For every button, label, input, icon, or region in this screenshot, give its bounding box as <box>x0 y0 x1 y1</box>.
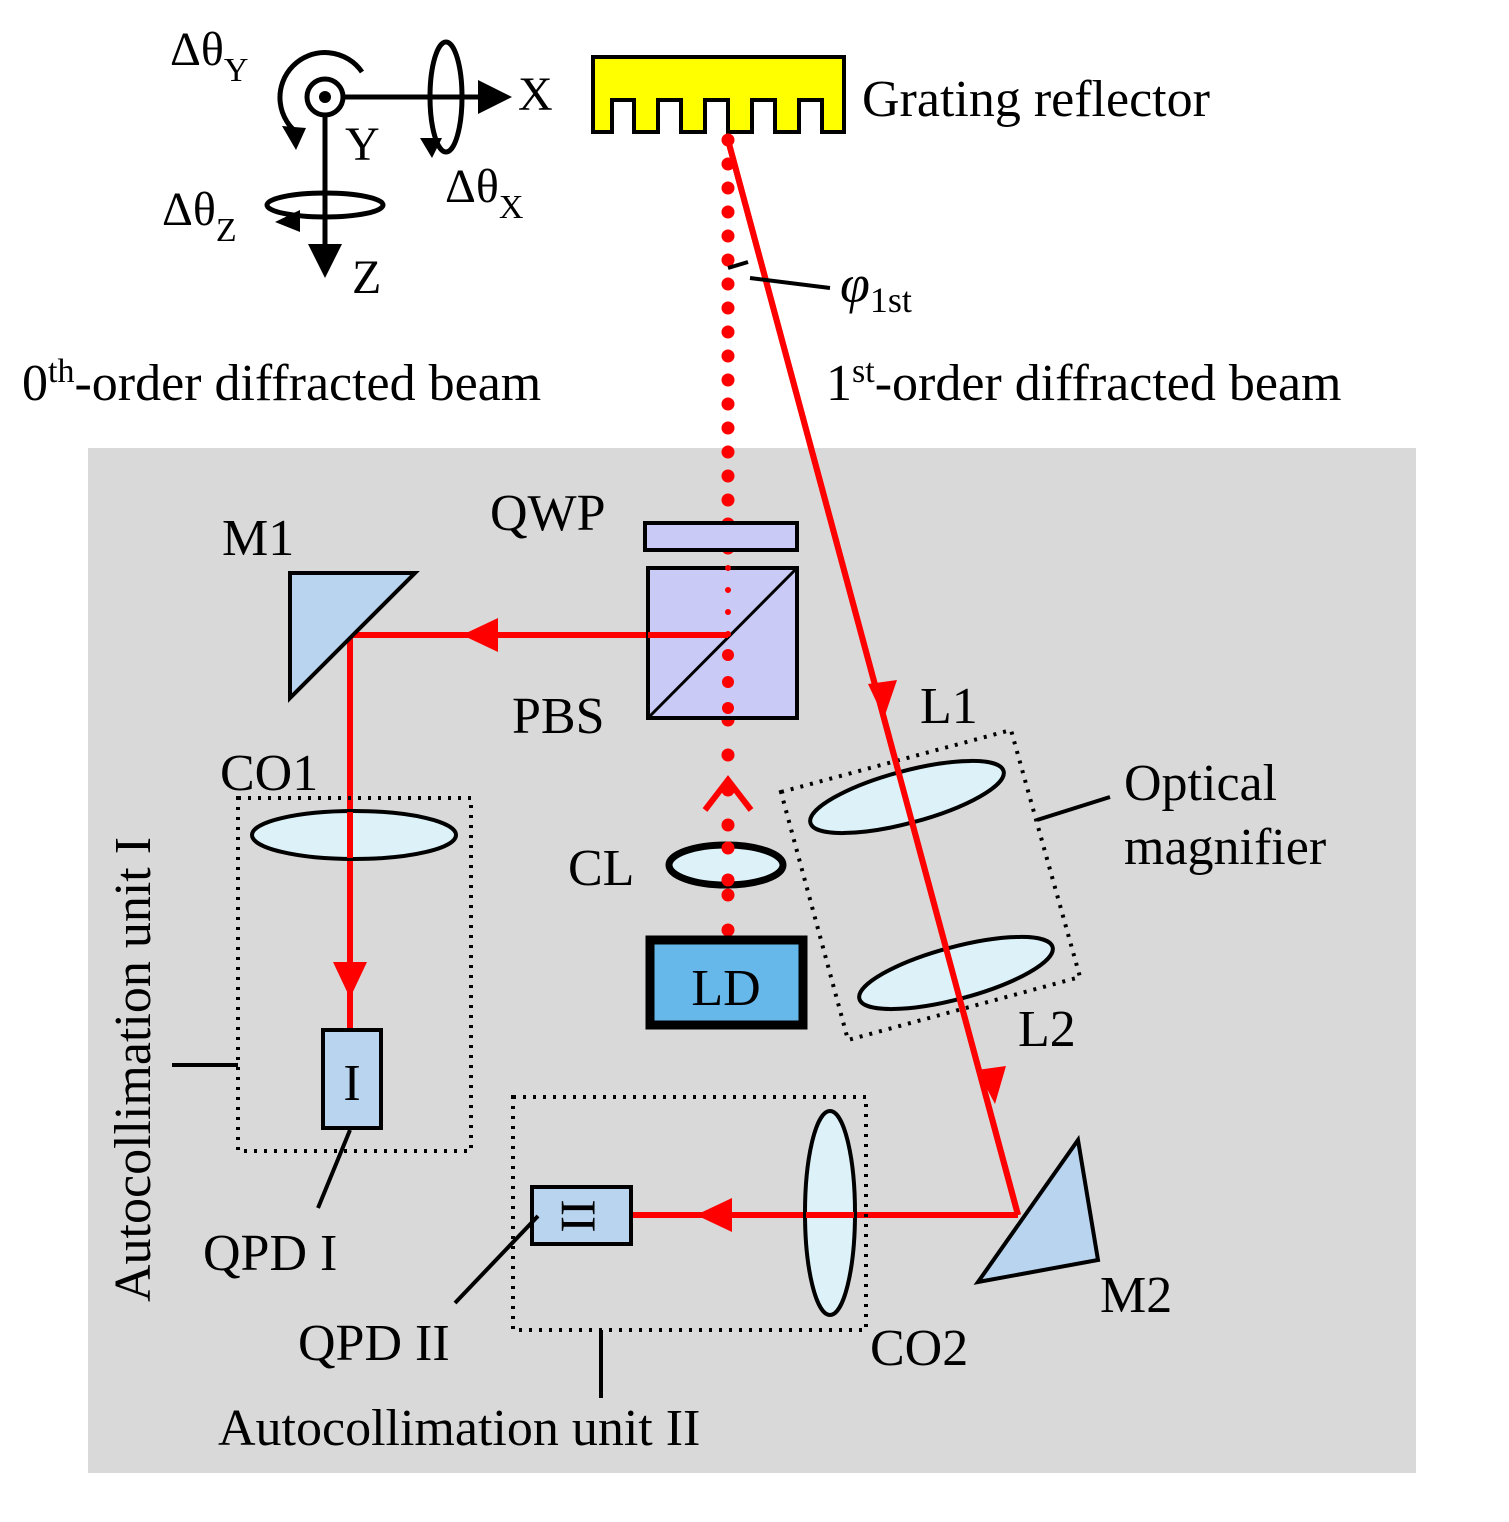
l1-label: L1 <box>920 678 978 735</box>
qpd1-label: QPD I <box>203 1225 337 1282</box>
beam-dot-cl-2 <box>721 873 735 887</box>
first-order-beam-label: 1st-order diffracted beam <box>826 353 1341 412</box>
qwp-plate <box>643 521 799 552</box>
magnifier-leader <box>1036 795 1111 822</box>
qpd2-label: QPD II <box>298 1315 450 1372</box>
phi-label: φ1st <box>840 254 912 320</box>
reflected-beam-arrow-unit2 <box>696 1198 732 1232</box>
ld-beam-arrow <box>702 775 754 812</box>
m1-label: M1 <box>222 510 294 567</box>
l2-label: L2 <box>1018 1001 1076 1058</box>
beam-through-magnifier <box>725 139 1021 1216</box>
co2-label: CO2 <box>870 1320 968 1377</box>
pbs-label: PBS <box>512 688 605 745</box>
beam-dot-pbs-3 <box>722 702 734 714</box>
mirror-m1 <box>288 571 420 703</box>
first-order-beam-arrow-2 <box>977 1066 1006 1104</box>
qwp-label: QWP <box>490 485 606 542</box>
autocollimation-unit2-label: Autocollimation unit II <box>218 1400 700 1457</box>
optical-magnifier-box <box>778 727 1083 1043</box>
autocollimation-unit1-box <box>236 796 473 1153</box>
co1-label: CO1 <box>220 745 318 802</box>
qpd1-leader <box>316 1129 352 1209</box>
delta-theta-y-label: ΔθY <box>170 23 248 89</box>
grating-reflector <box>591 55 846 134</box>
qpd1-detector <box>321 1028 383 1130</box>
qpd2-symbol: II <box>551 1199 607 1232</box>
delta-theta-x-label: ΔθX <box>445 160 523 226</box>
phi-leader <box>749 276 831 290</box>
pbs-diagonal <box>646 566 799 720</box>
axis-x-label: X <box>518 68 553 121</box>
axis-z-label: Z <box>352 251 381 304</box>
grating-reflector-label: Grating reflector <box>862 71 1210 128</box>
m2-label: M2 <box>1100 1267 1172 1324</box>
coordinate-axes <box>264 39 512 278</box>
lens-co1 <box>250 809 458 861</box>
cl-label: CL <box>568 840 634 897</box>
beam-dot-pbs-2 <box>722 676 734 688</box>
optical-magnifier-label-2: magnifier <box>1124 819 1326 876</box>
qpd2-detector <box>530 1185 633 1246</box>
qpd1-symbol: I <box>343 1055 360 1112</box>
lens-l2 <box>857 934 1055 1012</box>
autocollimation-unit2-box <box>511 1095 868 1332</box>
reflected-beam-arrow-down <box>333 962 367 998</box>
qpd2-leader <box>453 1214 540 1305</box>
beam-dot-cl-1 <box>721 841 735 855</box>
mirror-m2 <box>973 1134 1101 1285</box>
zeroth-order-beam-label: 0th-order diffracted beam <box>22 353 541 412</box>
reflected-beam-arrow-left <box>462 618 498 652</box>
optical-magnifier-label-1: Optical <box>1124 755 1277 812</box>
laser-diode <box>645 935 808 1030</box>
autocollimation-unit1-label: Autocollimation unit I <box>105 837 162 1302</box>
beam-dot-pbs-1 <box>722 649 734 661</box>
delta-theta-z-label: ΔθZ <box>162 183 237 249</box>
ld-label: LD <box>691 960 760 1017</box>
axis-y-label: Y <box>345 118 380 171</box>
phi-arc <box>727 260 749 270</box>
axis-labels: X Y Z ΔθY ΔθX ΔθZ <box>162 23 553 304</box>
